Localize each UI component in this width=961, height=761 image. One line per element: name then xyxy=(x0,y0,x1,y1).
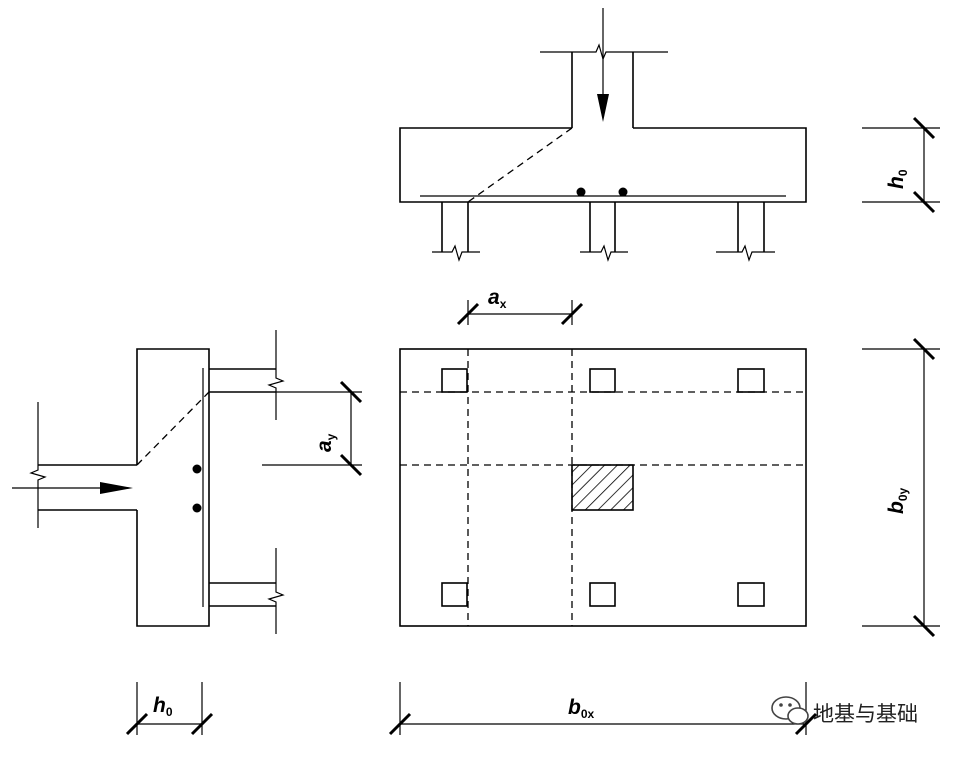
left-punching-cone-line xyxy=(136,391,210,466)
left-load-arrowhead xyxy=(100,482,133,494)
b0x-dimension xyxy=(388,682,818,736)
left-column-outline xyxy=(38,464,137,511)
top-h0-dimension xyxy=(862,116,940,214)
b0x-label: b0x xyxy=(568,696,595,721)
top-load-arrowhead xyxy=(597,94,609,122)
plan-pile-bottom-middle xyxy=(589,582,616,607)
plan-column-hatched xyxy=(571,464,634,511)
ax-label: ax xyxy=(488,286,507,311)
left-rebar-dot-2 xyxy=(192,503,202,513)
top-elevation-section xyxy=(399,8,807,262)
top-pile-left xyxy=(432,202,480,262)
top-pile-middle xyxy=(580,202,628,262)
top-rebar-dot-1 xyxy=(576,187,586,197)
plan-pile-top-left xyxy=(441,368,468,393)
left-rebar-dot-1 xyxy=(192,464,202,474)
left-pile-lower xyxy=(209,548,285,634)
top-rebar-dot-2 xyxy=(618,187,628,197)
plan-pile-bottom-right xyxy=(737,582,765,607)
left-elevation-section xyxy=(12,330,285,634)
bottom-h0-label: h0 xyxy=(153,694,173,719)
b0y-label: b0y xyxy=(885,487,910,514)
left-pile-cap-outline xyxy=(136,348,210,627)
ay-label: ay xyxy=(313,433,338,452)
top-h0-label: h0 xyxy=(885,169,910,189)
top-column-break-line xyxy=(540,43,668,61)
left-pile-upper xyxy=(209,330,285,420)
plan-pile-bottom-left xyxy=(441,582,468,607)
watermark-text: 地基与基础 xyxy=(813,702,918,726)
top-punching-cone-line xyxy=(467,127,573,203)
plan-pile-top-right xyxy=(737,368,765,393)
plan-cap-outline xyxy=(399,348,807,627)
ax-dimension xyxy=(456,300,584,326)
b0y-dimension xyxy=(862,337,940,638)
plan-view xyxy=(399,348,807,627)
wechat-bubble-icon xyxy=(771,696,809,725)
top-column-outline xyxy=(571,52,634,128)
ay-dimension xyxy=(262,380,363,477)
top-pile-cap-outline xyxy=(399,127,807,203)
bottom-h0-dimension xyxy=(125,682,214,736)
top-pile-right xyxy=(716,202,775,262)
plan-pile-top-middle xyxy=(589,368,616,393)
